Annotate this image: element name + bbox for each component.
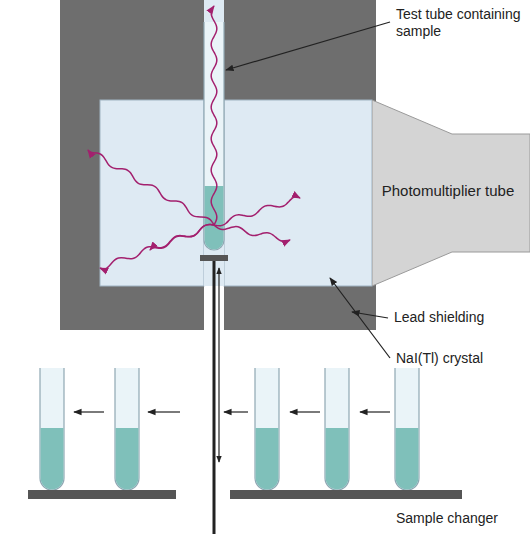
pmt-body xyxy=(372,100,530,286)
transfer-arrow xyxy=(224,411,248,412)
changer-sample xyxy=(256,428,279,489)
test-tube xyxy=(204,22,224,250)
callout-label: Lead shielding xyxy=(394,309,484,326)
changer-sample xyxy=(326,428,349,489)
changer-tube xyxy=(115,368,139,490)
transfer-arrow xyxy=(290,411,320,412)
changer-tube xyxy=(255,368,279,490)
transfer-arrow xyxy=(74,411,104,412)
nai-crystal xyxy=(100,100,204,286)
changer-tube xyxy=(40,368,64,490)
gamma-ray xyxy=(214,225,290,242)
well xyxy=(204,0,224,286)
callout-label: Test tube containing sample xyxy=(396,6,526,40)
leader-line xyxy=(226,22,390,70)
gamma-ray xyxy=(100,225,214,270)
callout-label: NaI(Tl) crystal xyxy=(396,350,483,367)
nai-crystal xyxy=(224,100,372,286)
changer-tube xyxy=(325,368,349,490)
gamma-ray xyxy=(211,6,217,225)
changer-sample xyxy=(41,428,64,489)
lift-travel-arrow xyxy=(218,268,219,462)
gamma-ray xyxy=(214,197,300,226)
changer-tube xyxy=(395,368,419,490)
sample-changer xyxy=(40,368,419,490)
node-label: Photomultiplier tube xyxy=(382,182,515,199)
lead-shielding xyxy=(224,0,376,330)
tube-platform xyxy=(200,255,228,261)
changer-sample xyxy=(396,428,419,489)
gamma-ray xyxy=(150,225,214,250)
caption-label: Sample changer xyxy=(396,510,498,527)
changer-platform xyxy=(230,490,462,499)
changer-platform xyxy=(28,490,176,499)
gamma-rays xyxy=(88,6,300,269)
transfer-arrow xyxy=(148,411,180,412)
changer-sample xyxy=(116,428,139,489)
lift-rod xyxy=(213,261,216,534)
photomultiplier-tube: Photomultiplier tube xyxy=(372,100,530,286)
lead-shielding xyxy=(60,0,204,330)
gamma-ray xyxy=(88,150,214,225)
transfer-arrow xyxy=(360,411,390,412)
leader-line xyxy=(330,278,390,358)
